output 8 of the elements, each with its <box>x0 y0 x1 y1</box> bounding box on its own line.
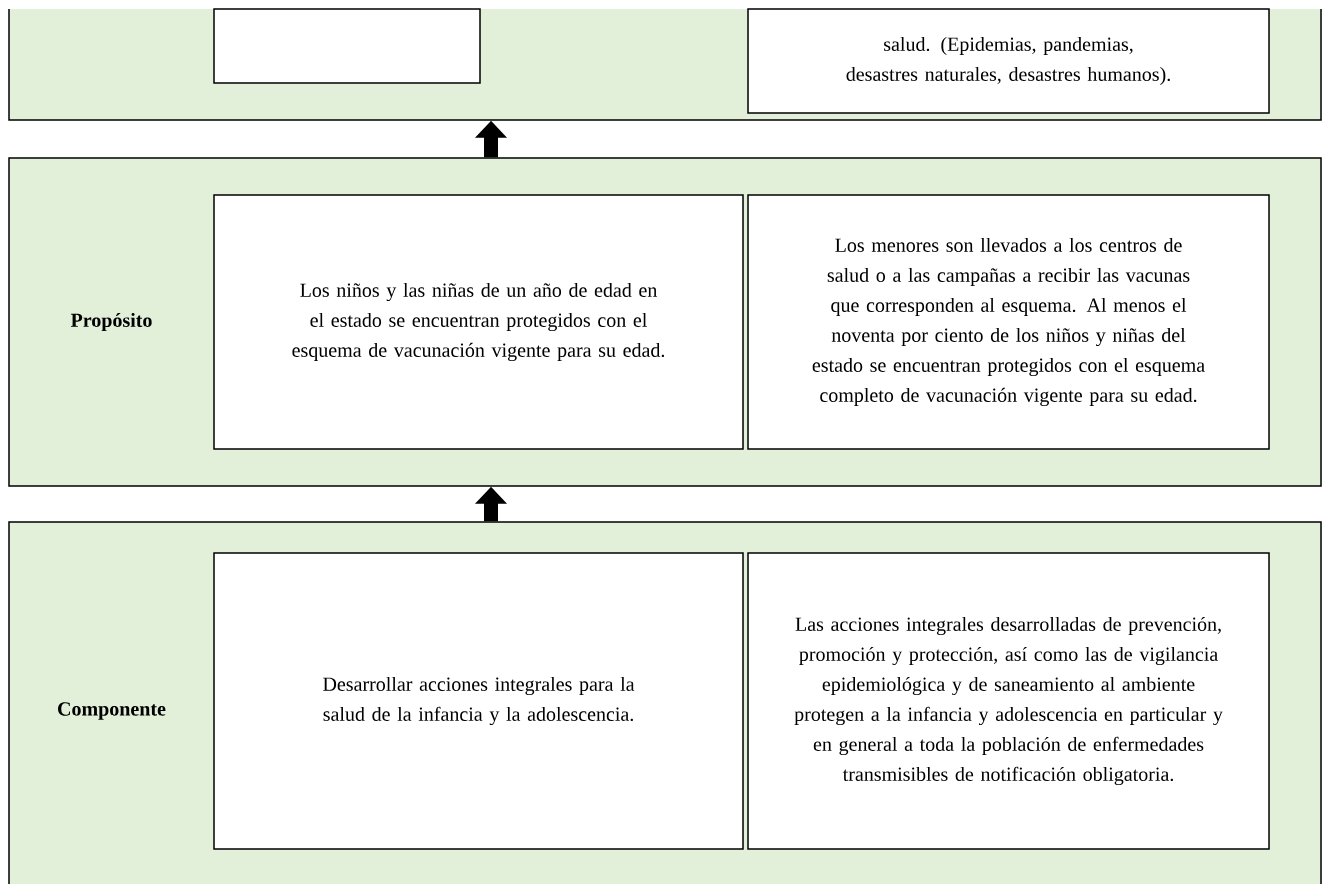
empty-box <box>213 8 481 84</box>
row-heading: Componente <box>58 702 166 720</box>
text-box: Los niños y las niñas de un año de edad en el estado se encuentran protegidos con el esquema de vacunación vigente para su edad. <box>213 194 744 450</box>
text-box: Los menores son llevados a los centros de salud o a las campañas a recibir las vacunas que corresponden al esquema. Al menos el noventa por ciento de los niños y niñas del estado se encuentran protegidos con el esquema completo de vacunación vigente para su edad. <box>747 194 1270 450</box>
text-box: Las acciones integrales desarrolladas de prevención, promoción y protección, así como las de vigilancia epidemiológica y de saneamiento al ambiente protegen a la infancia y adolescencia en particular y en general a toda la población de enfermedades transmisibles de notificación obligatoria. <box>747 552 1270 850</box>
row-heading: Propósito <box>70 312 152 332</box>
text-box: salud. (Epidemias, pandemias, desastres naturales, desastres humanos). <box>747 8 1270 114</box>
text-box: Desarrollar acciones integrales para la salud de la infancia y la adolescencia. <box>213 552 744 850</box>
